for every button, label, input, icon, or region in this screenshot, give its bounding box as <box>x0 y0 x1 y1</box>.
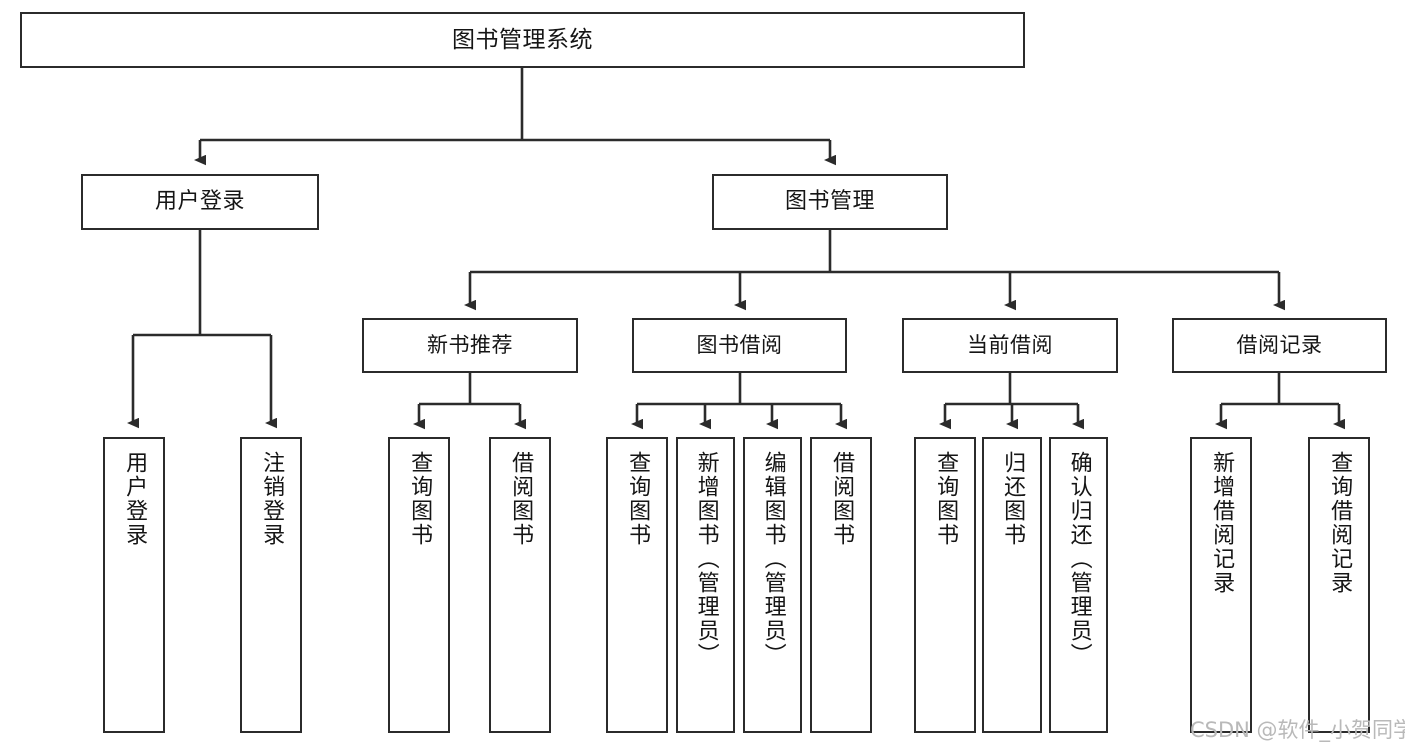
node-leaf-return-book-label: 归还图书 <box>1000 451 1026 547</box>
node-leaf-borrow-book-2-label: 借阅图书 <box>829 451 855 547</box>
node-leaf-user-login[interactable]: 用户登录 <box>103 437 165 733</box>
node-leaf-user-logout-label: 注销登录 <box>259 451 285 547</box>
node-leaf-edit-book-label: 编辑图书（管理员） <box>760 451 786 667</box>
node-new-book-rec-label: 新书推荐 <box>427 333 513 358</box>
node-leaf-user-logout[interactable]: 注销登录 <box>240 437 302 733</box>
node-user-login-label: 用户登录 <box>154 189 245 215</box>
node-leaf-query-book-3-label: 查询图书 <box>933 451 959 547</box>
node-leaf-add-record[interactable]: 新增借阅记录 <box>1190 437 1252 733</box>
node-leaf-query-book-2-label: 查询图书 <box>625 451 651 547</box>
node-leaf-borrow-book-1-label: 借阅图书 <box>508 451 534 547</box>
node-leaf-add-record-label: 新增借阅记录 <box>1209 451 1235 595</box>
node-new-book-rec[interactable]: 新书推荐 <box>362 318 578 373</box>
node-leaf-borrow-book-1[interactable]: 借阅图书 <box>489 437 551 733</box>
node-leaf-query-record[interactable]: 查询借阅记录 <box>1308 437 1370 733</box>
node-current-borrow-label: 当前借阅 <box>967 333 1053 358</box>
node-borrow-record[interactable]: 借阅记录 <box>1172 318 1387 373</box>
node-root[interactable]: 图书管理系统 <box>20 12 1025 68</box>
node-leaf-query-book-1[interactable]: 查询图书 <box>388 437 450 733</box>
node-leaf-edit-book[interactable]: 编辑图书（管理员） <box>743 437 802 733</box>
node-book-borrow[interactable]: 图书借阅 <box>632 318 847 373</box>
node-leaf-query-book-3[interactable]: 查询图书 <box>914 437 976 733</box>
node-leaf-query-record-label: 查询借阅记录 <box>1327 451 1353 595</box>
node-user-login[interactable]: 用户登录 <box>81 174 319 230</box>
node-leaf-query-book-2[interactable]: 查询图书 <box>606 437 668 733</box>
node-book-manage-label: 图书管理 <box>784 189 875 215</box>
node-leaf-query-book-1-label: 查询图书 <box>407 451 433 547</box>
node-leaf-return-book[interactable]: 归还图书 <box>982 437 1042 733</box>
node-leaf-borrow-book-2[interactable]: 借阅图书 <box>810 437 872 733</box>
node-book-manage[interactable]: 图书管理 <box>712 174 948 230</box>
node-leaf-add-book[interactable]: 新增图书（管理员） <box>676 437 735 733</box>
node-leaf-add-book-label: 新增图书（管理员） <box>693 451 719 667</box>
node-borrow-record-label: 借阅记录 <box>1236 333 1323 358</box>
node-leaf-confirm-return-label: 确认归还（管理员） <box>1066 451 1092 667</box>
node-leaf-user-login-label: 用户登录 <box>122 451 148 547</box>
node-book-borrow-label: 图书借阅 <box>696 333 783 358</box>
node-leaf-confirm-return[interactable]: 确认归还（管理员） <box>1049 437 1108 733</box>
watermark: CSDN @软件_小贺同学 <box>1190 718 1405 742</box>
node-current-borrow[interactable]: 当前借阅 <box>902 318 1118 373</box>
node-root-label: 图书管理系统 <box>452 26 593 53</box>
